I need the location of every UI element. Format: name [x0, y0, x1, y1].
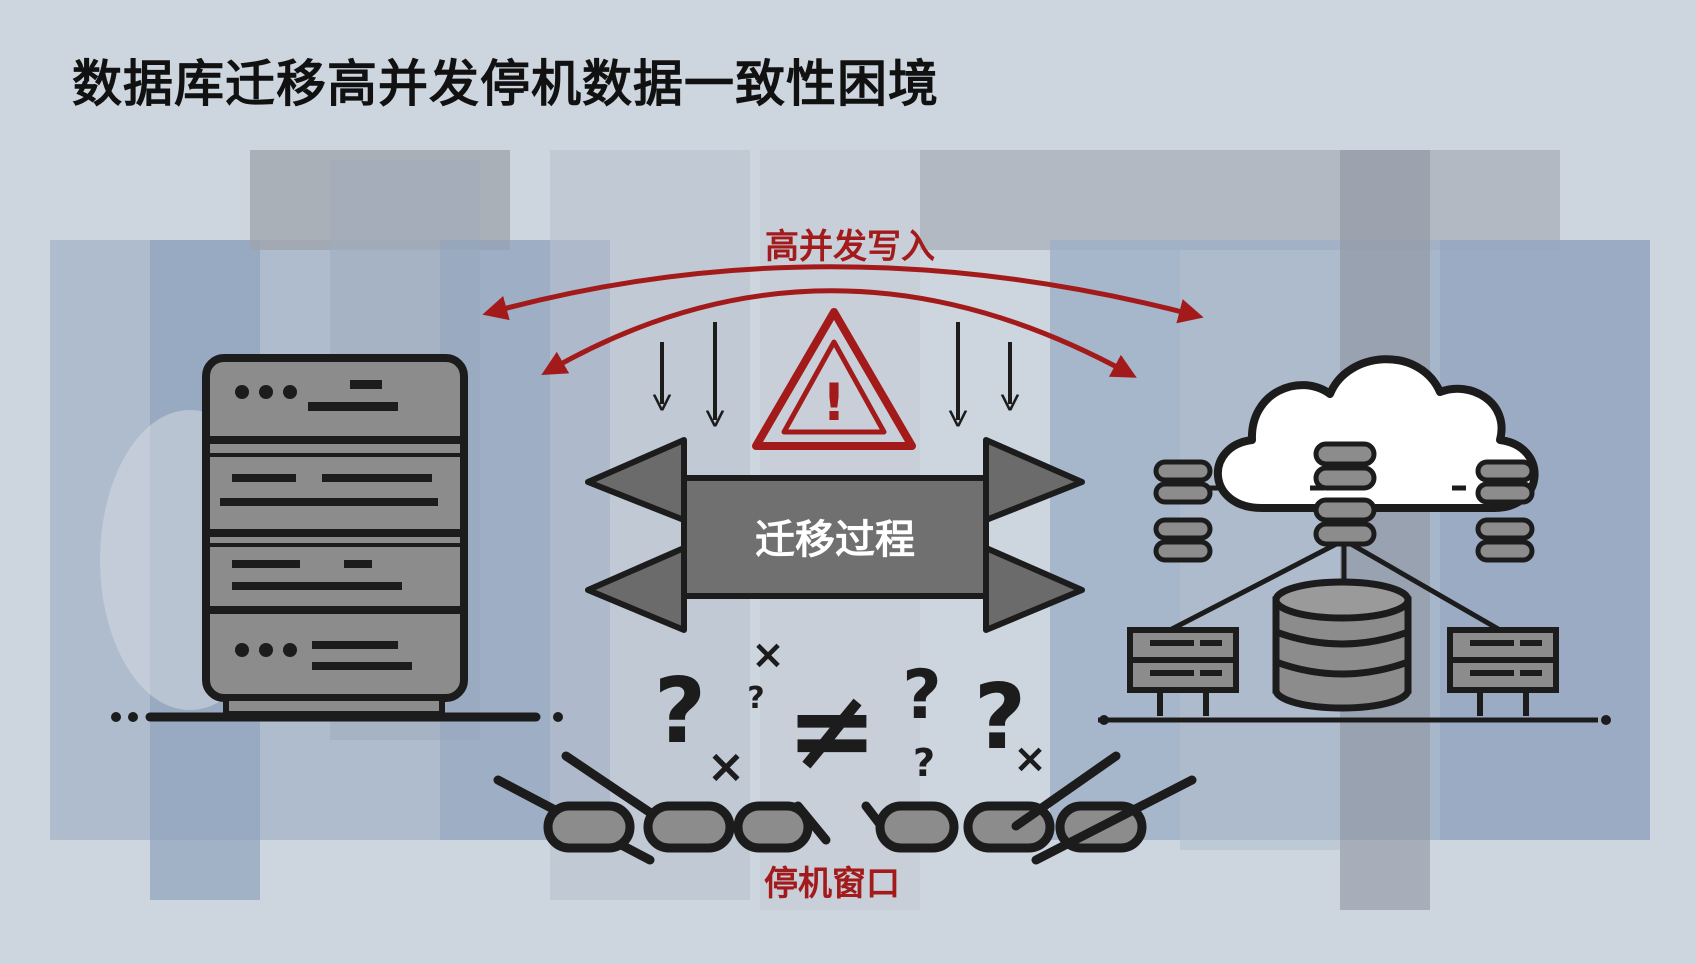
inconsistency-symbols: ? ? ? ? ? × × × ≠	[654, 632, 1047, 794]
question-mark-3: ?	[902, 656, 941, 735]
node-server-left-icon	[1127, 627, 1239, 716]
node-server-right-icon	[1447, 627, 1559, 716]
cross-mark-3: ×	[1013, 736, 1047, 782]
broken-chain-icon	[493, 751, 1197, 865]
high-concurrency-arrows	[482, 264, 1204, 378]
cloud-icon	[1213, 355, 1539, 512]
migration-process-label: 迁移过程	[755, 517, 915, 563]
high-concurrency-write-label: 高并发写入	[765, 227, 935, 267]
database-icon	[1153, 441, 1535, 563]
warning-exclamation: !	[822, 373, 846, 433]
question-mark-4: ?	[974, 665, 1026, 770]
network-links	[1098, 485, 1598, 723]
right-baseline	[1099, 715, 1611, 725]
incoming-write-arrows	[662, 322, 1010, 420]
warning-triangle-icon: !	[752, 308, 916, 450]
not-equal-sign: ≠	[786, 666, 878, 794]
migration-process-bar: 迁移过程	[585, 437, 1085, 633]
main-database-icon	[1272, 578, 1412, 712]
downtime-window-label: 停机窗口	[764, 864, 900, 904]
server-rack-icon	[111, 354, 563, 722]
question-mark-2: ?	[747, 681, 764, 716]
cross-mark-2: ×	[707, 739, 746, 793]
question-mark-5: ?	[913, 741, 935, 785]
question-mark-1: ?	[654, 659, 706, 764]
cross-mark-1: ×	[751, 632, 785, 678]
page-title: 数据库迁移高并发停机数据一致性困境	[72, 55, 939, 113]
